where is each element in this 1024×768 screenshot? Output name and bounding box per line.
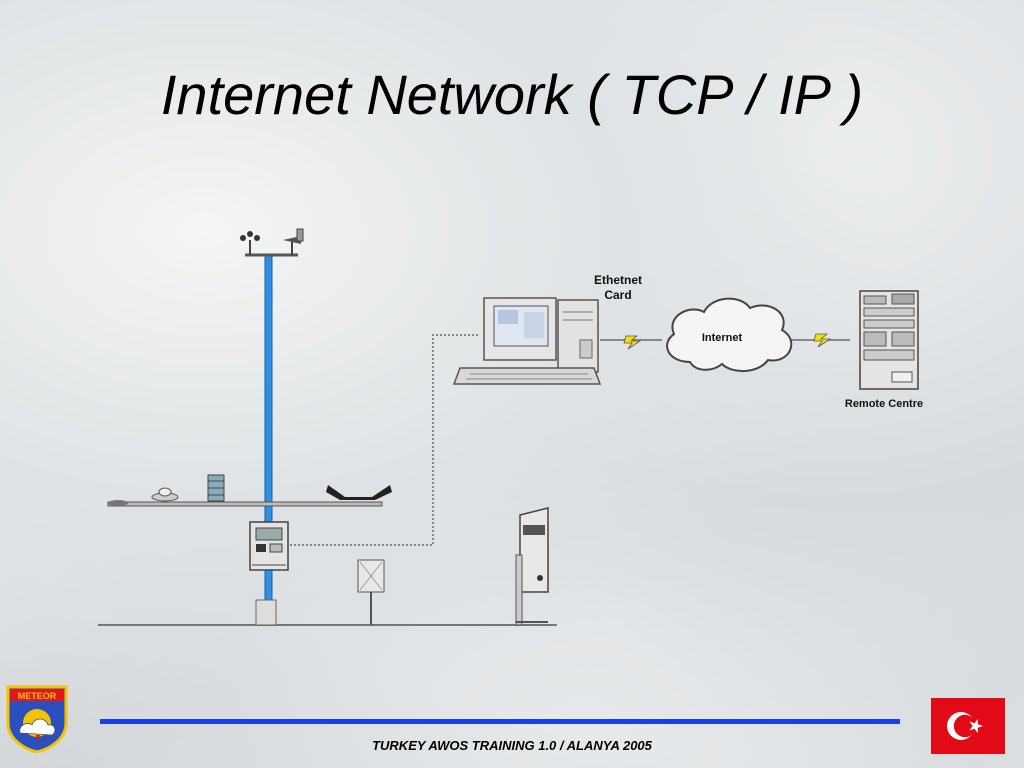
meteor-logo-icon: METEOR [6, 685, 68, 753]
cloud-icon [666, 297, 793, 372]
server-rack-icon [859, 290, 919, 390]
visibility-sensor-icon [515, 507, 549, 626]
computer-icon [452, 297, 602, 385]
precip-sensor-icon [357, 559, 385, 625]
remote-centre-label: Remote Centre [844, 398, 924, 410]
slide-title: Internet Network ( TCP / IP ) [160, 63, 864, 126]
lightning-icon [623, 335, 642, 350]
footer-text: TURKEY AWOS TRAINING 1.0 / ALANYA 2005 [372, 738, 652, 753]
sensor-boom [107, 474, 392, 507]
weather-mast-icon [240, 228, 304, 626]
lightning-icon [813, 333, 832, 348]
logo-text: METEOR [18, 691, 57, 701]
internet-label: Internet [701, 332, 743, 344]
data-logger-icon [249, 521, 289, 571]
turkish-flag-icon [931, 698, 1005, 754]
footer-divider [100, 719, 900, 724]
data-cable [290, 334, 480, 546]
